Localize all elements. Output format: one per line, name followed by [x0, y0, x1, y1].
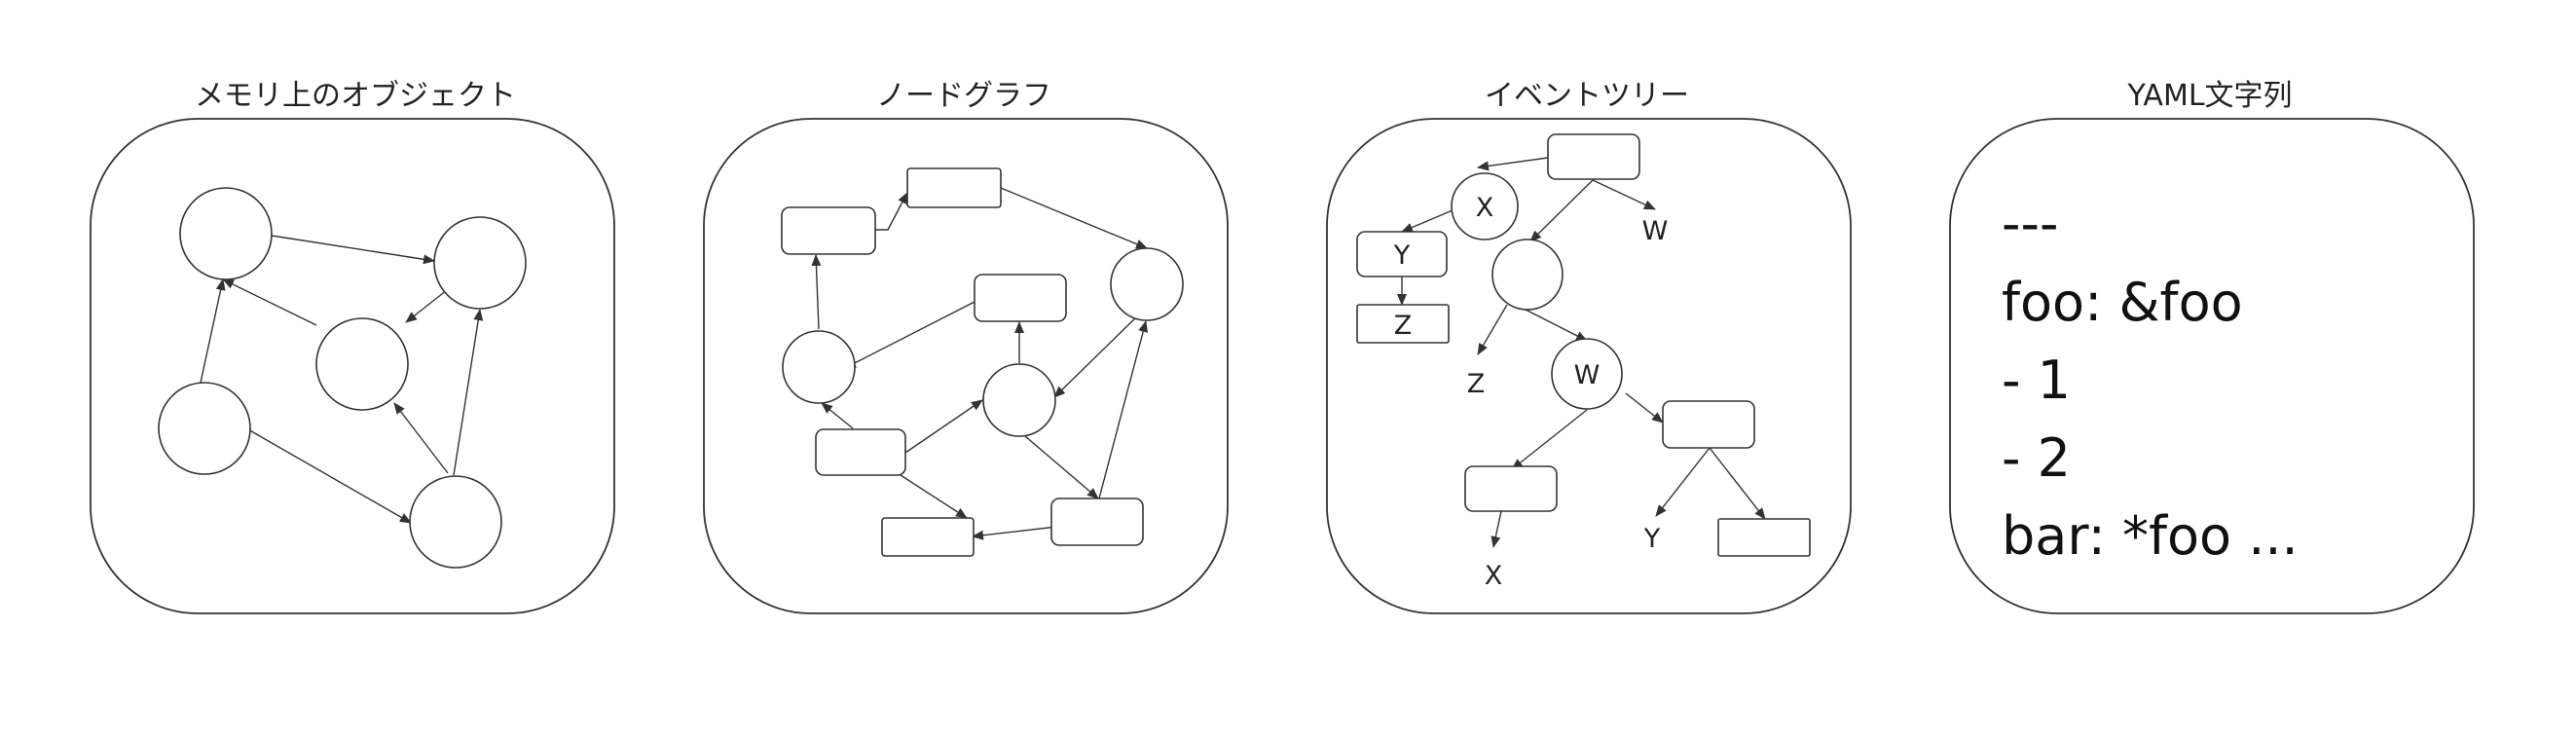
- edge: [271, 235, 435, 265]
- panel-memory-objects: [90, 118, 615, 614]
- object-node: [409, 475, 502, 569]
- event-label: Z: [1467, 369, 1486, 399]
- event-node-box: [1356, 231, 1448, 277]
- graph-node-box: [781, 206, 876, 255]
- edge: [1511, 409, 1588, 470]
- edge: [1625, 392, 1664, 424]
- edge: [821, 402, 854, 429]
- event-node-circle: [1491, 239, 1564, 311]
- edge: [1490, 510, 1502, 548]
- yaml-line: - 1: [2002, 350, 2071, 411]
- edge: [1024, 435, 1099, 499]
- yaml-line: bar: *foo ...: [2002, 505, 2299, 567]
- graph-node-box: [974, 274, 1067, 322]
- panel-event-tree: X W Y Z Z W X Y: [1326, 118, 1852, 614]
- object-node: [158, 382, 251, 475]
- edges: [1397, 157, 1766, 548]
- edge: [1477, 157, 1549, 171]
- edge: [1655, 447, 1711, 517]
- graph-node-circle: [1110, 247, 1184, 321]
- yaml-line: - 2: [2002, 427, 2071, 489]
- edge: [874, 192, 908, 231]
- event-node-circle: [1451, 172, 1519, 240]
- edges: [200, 235, 484, 524]
- edge: [1525, 309, 1588, 342]
- edge: [904, 399, 983, 454]
- panel-title-node-graph: ノードグラフ: [876, 79, 1051, 113]
- edge: [1477, 304, 1508, 355]
- event-node-box: [1717, 518, 1811, 557]
- graph-node-circle: [982, 363, 1056, 437]
- event-label: X: [1476, 193, 1494, 223]
- yaml-line: ---: [2002, 193, 2058, 254]
- edges: [811, 187, 1149, 540]
- object-node: [179, 187, 273, 280]
- edge: [222, 278, 317, 326]
- graph-node-box: [1050, 498, 1144, 546]
- yaml-line: foo: &foo: [2002, 272, 2243, 333]
- event-label: W: [1574, 360, 1601, 390]
- edge: [1709, 447, 1766, 520]
- event-label: Y: [1393, 240, 1411, 271]
- edge: [1401, 209, 1454, 233]
- event-label: Y: [1643, 524, 1661, 554]
- panel-title-yaml-string: YAML文字列: [2126, 79, 2292, 113]
- edge: [811, 254, 822, 330]
- graph-node-box: [815, 428, 906, 476]
- event-node-box: [1356, 304, 1450, 344]
- edge: [1592, 179, 1656, 210]
- edge: [1053, 315, 1138, 398]
- event-label: X: [1485, 561, 1503, 591]
- edge: [844, 301, 975, 369]
- event-node-box: [1547, 133, 1640, 180]
- event-node-box: [1662, 400, 1755, 449]
- edge: [1000, 187, 1148, 249]
- edge: [1098, 320, 1149, 499]
- graph-node-circle: [782, 330, 856, 404]
- edge: [1529, 179, 1594, 242]
- object-node: [315, 317, 409, 411]
- graph-node-box: [906, 167, 1002, 208]
- panel-title-event-tree: イベントツリー: [1485, 79, 1689, 113]
- event-node-circle: [1551, 338, 1623, 410]
- edge: [405, 289, 448, 323]
- edge: [245, 427, 412, 524]
- edge: [200, 278, 226, 384]
- edge: [453, 309, 484, 476]
- event-label: Z: [1394, 311, 1413, 341]
- panel-title-memory-objects: メモリ上のオブジェクト: [195, 79, 516, 113]
- panel-frame: [1949, 118, 2475, 614]
- graph-node-box: [881, 517, 975, 557]
- object-node: [433, 216, 527, 310]
- edge: [393, 402, 449, 474]
- edge: [900, 474, 968, 519]
- panel-yaml-string: --- foo: &foo - 1 - 2 bar: *foo ...: [1949, 118, 2475, 614]
- event-node-box: [1464, 465, 1558, 512]
- event-label: W: [1642, 216, 1669, 246]
- panel-node-graph: [703, 118, 1229, 614]
